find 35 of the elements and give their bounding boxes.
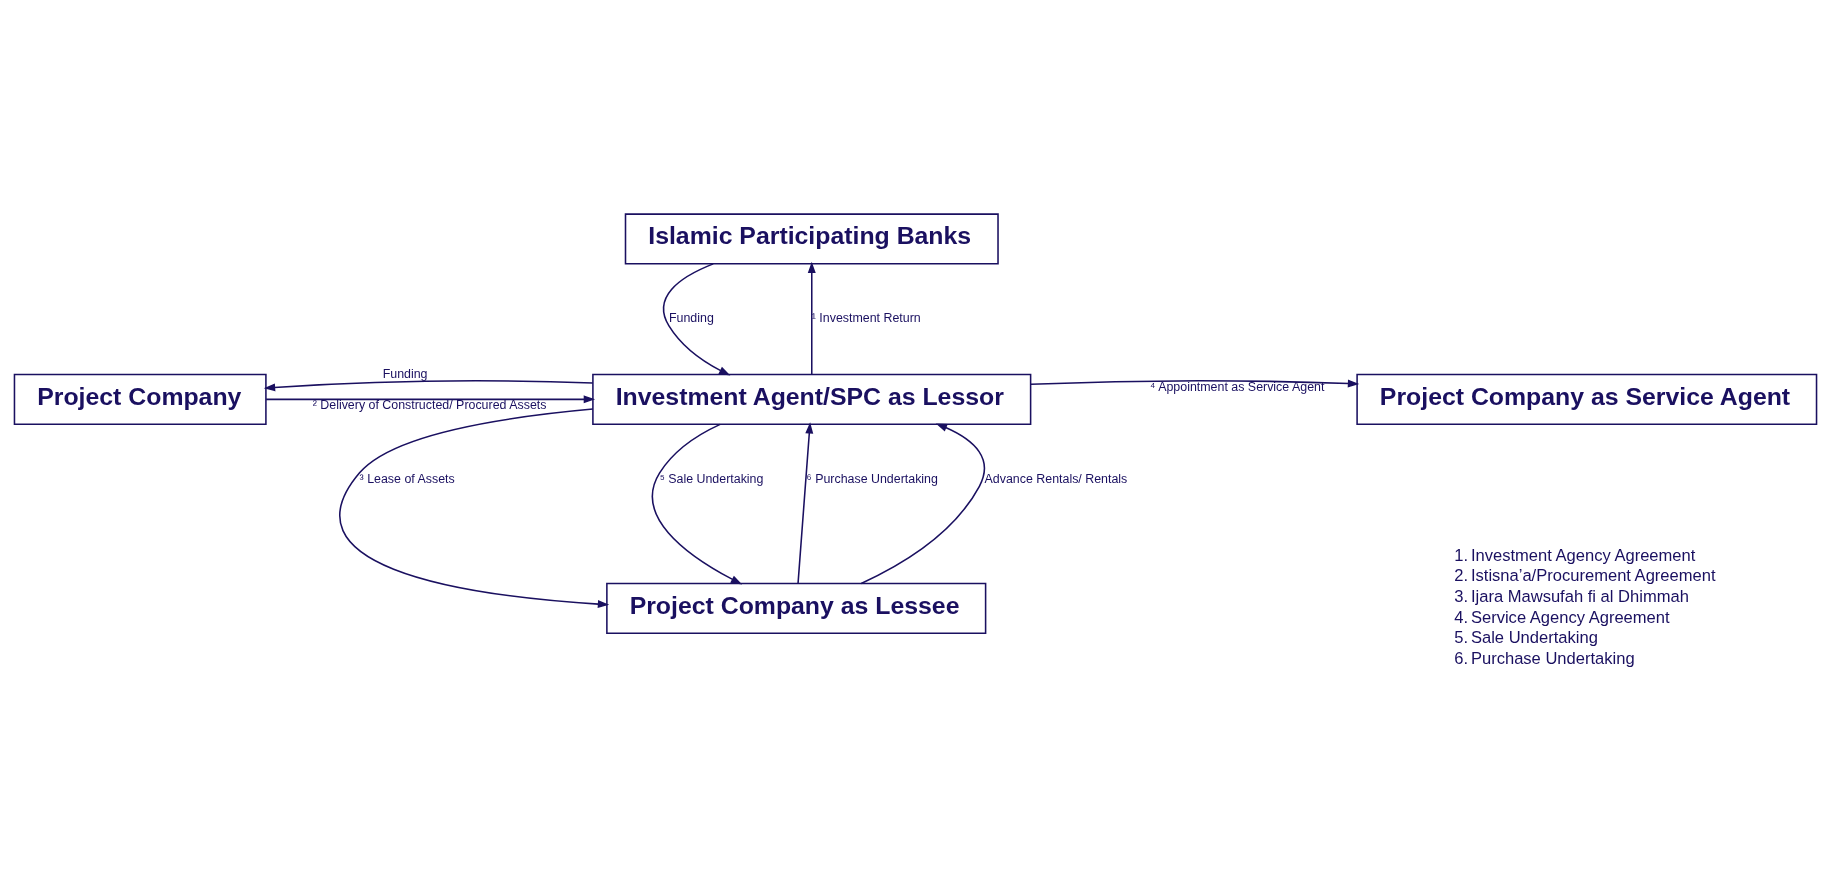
edge-label: ² Delivery of Constructed/ Procured Assets [312,397,546,412]
edge-label: ⁶ Purchase Undertaking [806,471,938,486]
arrow [807,261,816,375]
arrow [859,422,985,584]
arrow [1029,378,1359,387]
label: Istisna’a/Procurement Agreement [1470,565,1716,585]
label: Ijara Mawsufah fi al Dhimmah [1470,586,1689,606]
label: 2. [1453,565,1468,585]
arrow [338,407,609,608]
node-box: Islamic Participating Banks [624,212,999,265]
arrow [264,394,595,403]
edge-label: ⁵ Sale Undertaking [659,471,763,486]
label: 3. [1453,586,1468,606]
label: 4. [1453,607,1468,627]
label: 6. [1453,648,1468,668]
label: Purchase Undertaking [1470,648,1635,668]
node-box: Project Company as Lessee [605,582,986,634]
arrow [263,379,594,391]
edge-label: ⁴ Appointment as Service Agent [1149,379,1324,394]
edge-label: Funding [382,366,427,381]
node-box: Project Company [13,373,267,425]
label: 5. [1453,627,1468,647]
edge-label: Advance Rentals/ Rentals [984,471,1127,486]
arrow [662,262,730,375]
label: Service Agency Agreement [1470,607,1670,627]
edge-label: ¹ Investment Return [811,310,921,325]
label: Sale Undertaking [1470,627,1598,647]
node-box: Investment Agent/SPC as Lessor [591,373,1031,425]
node-box: Project Company as Service Agent [1355,373,1817,425]
label: 1. [1453,545,1468,565]
edge-label: Funding [668,310,714,325]
arrow [651,423,742,584]
arrow [796,421,813,584]
edge-label: ³ Lease of Assets [359,471,455,486]
label: Investment Agency Agreement [1470,545,1695,565]
